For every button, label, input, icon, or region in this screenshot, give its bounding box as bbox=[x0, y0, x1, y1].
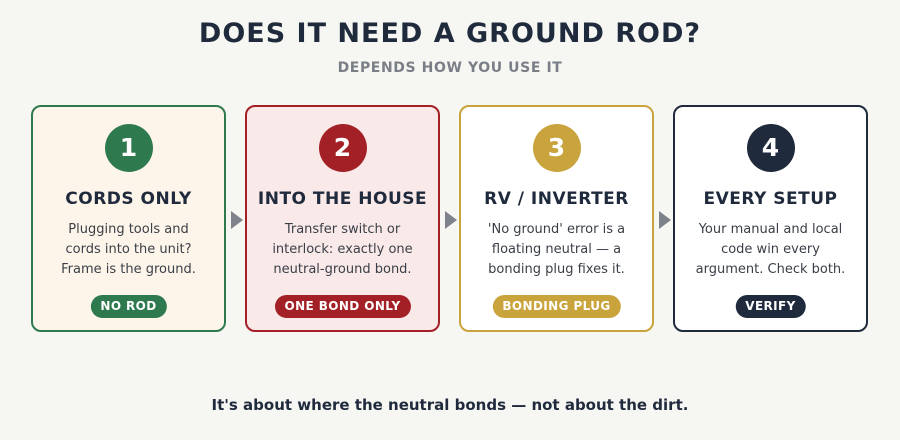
description-line: neutral-ground bond. bbox=[273, 262, 412, 277]
step-title: RV / INVERTER bbox=[484, 189, 629, 209]
description-line: floating neutral — a bbox=[491, 242, 622, 257]
verdict-badge: NO ROD bbox=[90, 295, 167, 318]
page-subtitle: DEPENDS HOW YOU USE IT bbox=[337, 60, 563, 76]
step-description: 'No ground' error is a floating neutral … bbox=[469, 220, 644, 280]
step-card-rv-inverter: 3 RV / INVERTER 'No ground' error is a f… bbox=[459, 105, 654, 332]
step-description: Plugging tools and cords into the unit? … bbox=[41, 220, 216, 280]
description-line: Plugging tools and bbox=[68, 222, 189, 237]
step-card-cords-only: 1 CORDS ONLY Plugging tools and cords in… bbox=[31, 105, 226, 332]
description-line: code win every bbox=[721, 242, 820, 257]
verdict-badge: BONDING PLUG bbox=[492, 295, 621, 318]
description-line: bonding plug fixes it. bbox=[488, 262, 625, 277]
verdict-badge: ONE BOND ONLY bbox=[274, 295, 411, 318]
description-line: argument. Check both. bbox=[695, 262, 846, 277]
step-title: EVERY SETUP bbox=[703, 189, 838, 209]
step-description: Transfer switch or interlock: exactly on… bbox=[255, 220, 430, 280]
step-number-badge: 1 bbox=[104, 124, 153, 172]
description-line: 'No ground' error is a bbox=[487, 222, 626, 237]
arrow-right-icon bbox=[445, 211, 457, 229]
description-line: interlock: exactly one bbox=[272, 242, 413, 257]
step-description: Your manual and local code win every arg… bbox=[683, 220, 858, 280]
step-card-every-setup: 4 EVERY SETUP Your manual and local code… bbox=[673, 105, 868, 332]
step-title: CORDS ONLY bbox=[65, 189, 192, 209]
step-title: INTO THE HOUSE bbox=[257, 189, 428, 209]
step-number-badge: 2 bbox=[318, 124, 367, 172]
description-line: Frame is the ground. bbox=[61, 262, 196, 277]
page-title: DOES IT NEED A GROUND ROD? bbox=[198, 18, 702, 49]
verdict-badge: VERIFY bbox=[735, 295, 806, 318]
arrow-right-icon bbox=[659, 211, 671, 229]
arrow-right-icon bbox=[231, 211, 243, 229]
step-card-into-the-house: 2 INTO THE HOUSE Transfer switch or inte… bbox=[245, 105, 440, 332]
step-number-badge: 3 bbox=[532, 124, 581, 172]
description-line: cords into the unit? bbox=[65, 242, 192, 257]
footer-takeaway: It's about where the neutral bonds — not… bbox=[211, 396, 689, 414]
description-line: Transfer switch or bbox=[284, 222, 401, 237]
description-line: Your manual and local bbox=[698, 222, 843, 237]
step-number-badge: 4 bbox=[746, 124, 795, 172]
